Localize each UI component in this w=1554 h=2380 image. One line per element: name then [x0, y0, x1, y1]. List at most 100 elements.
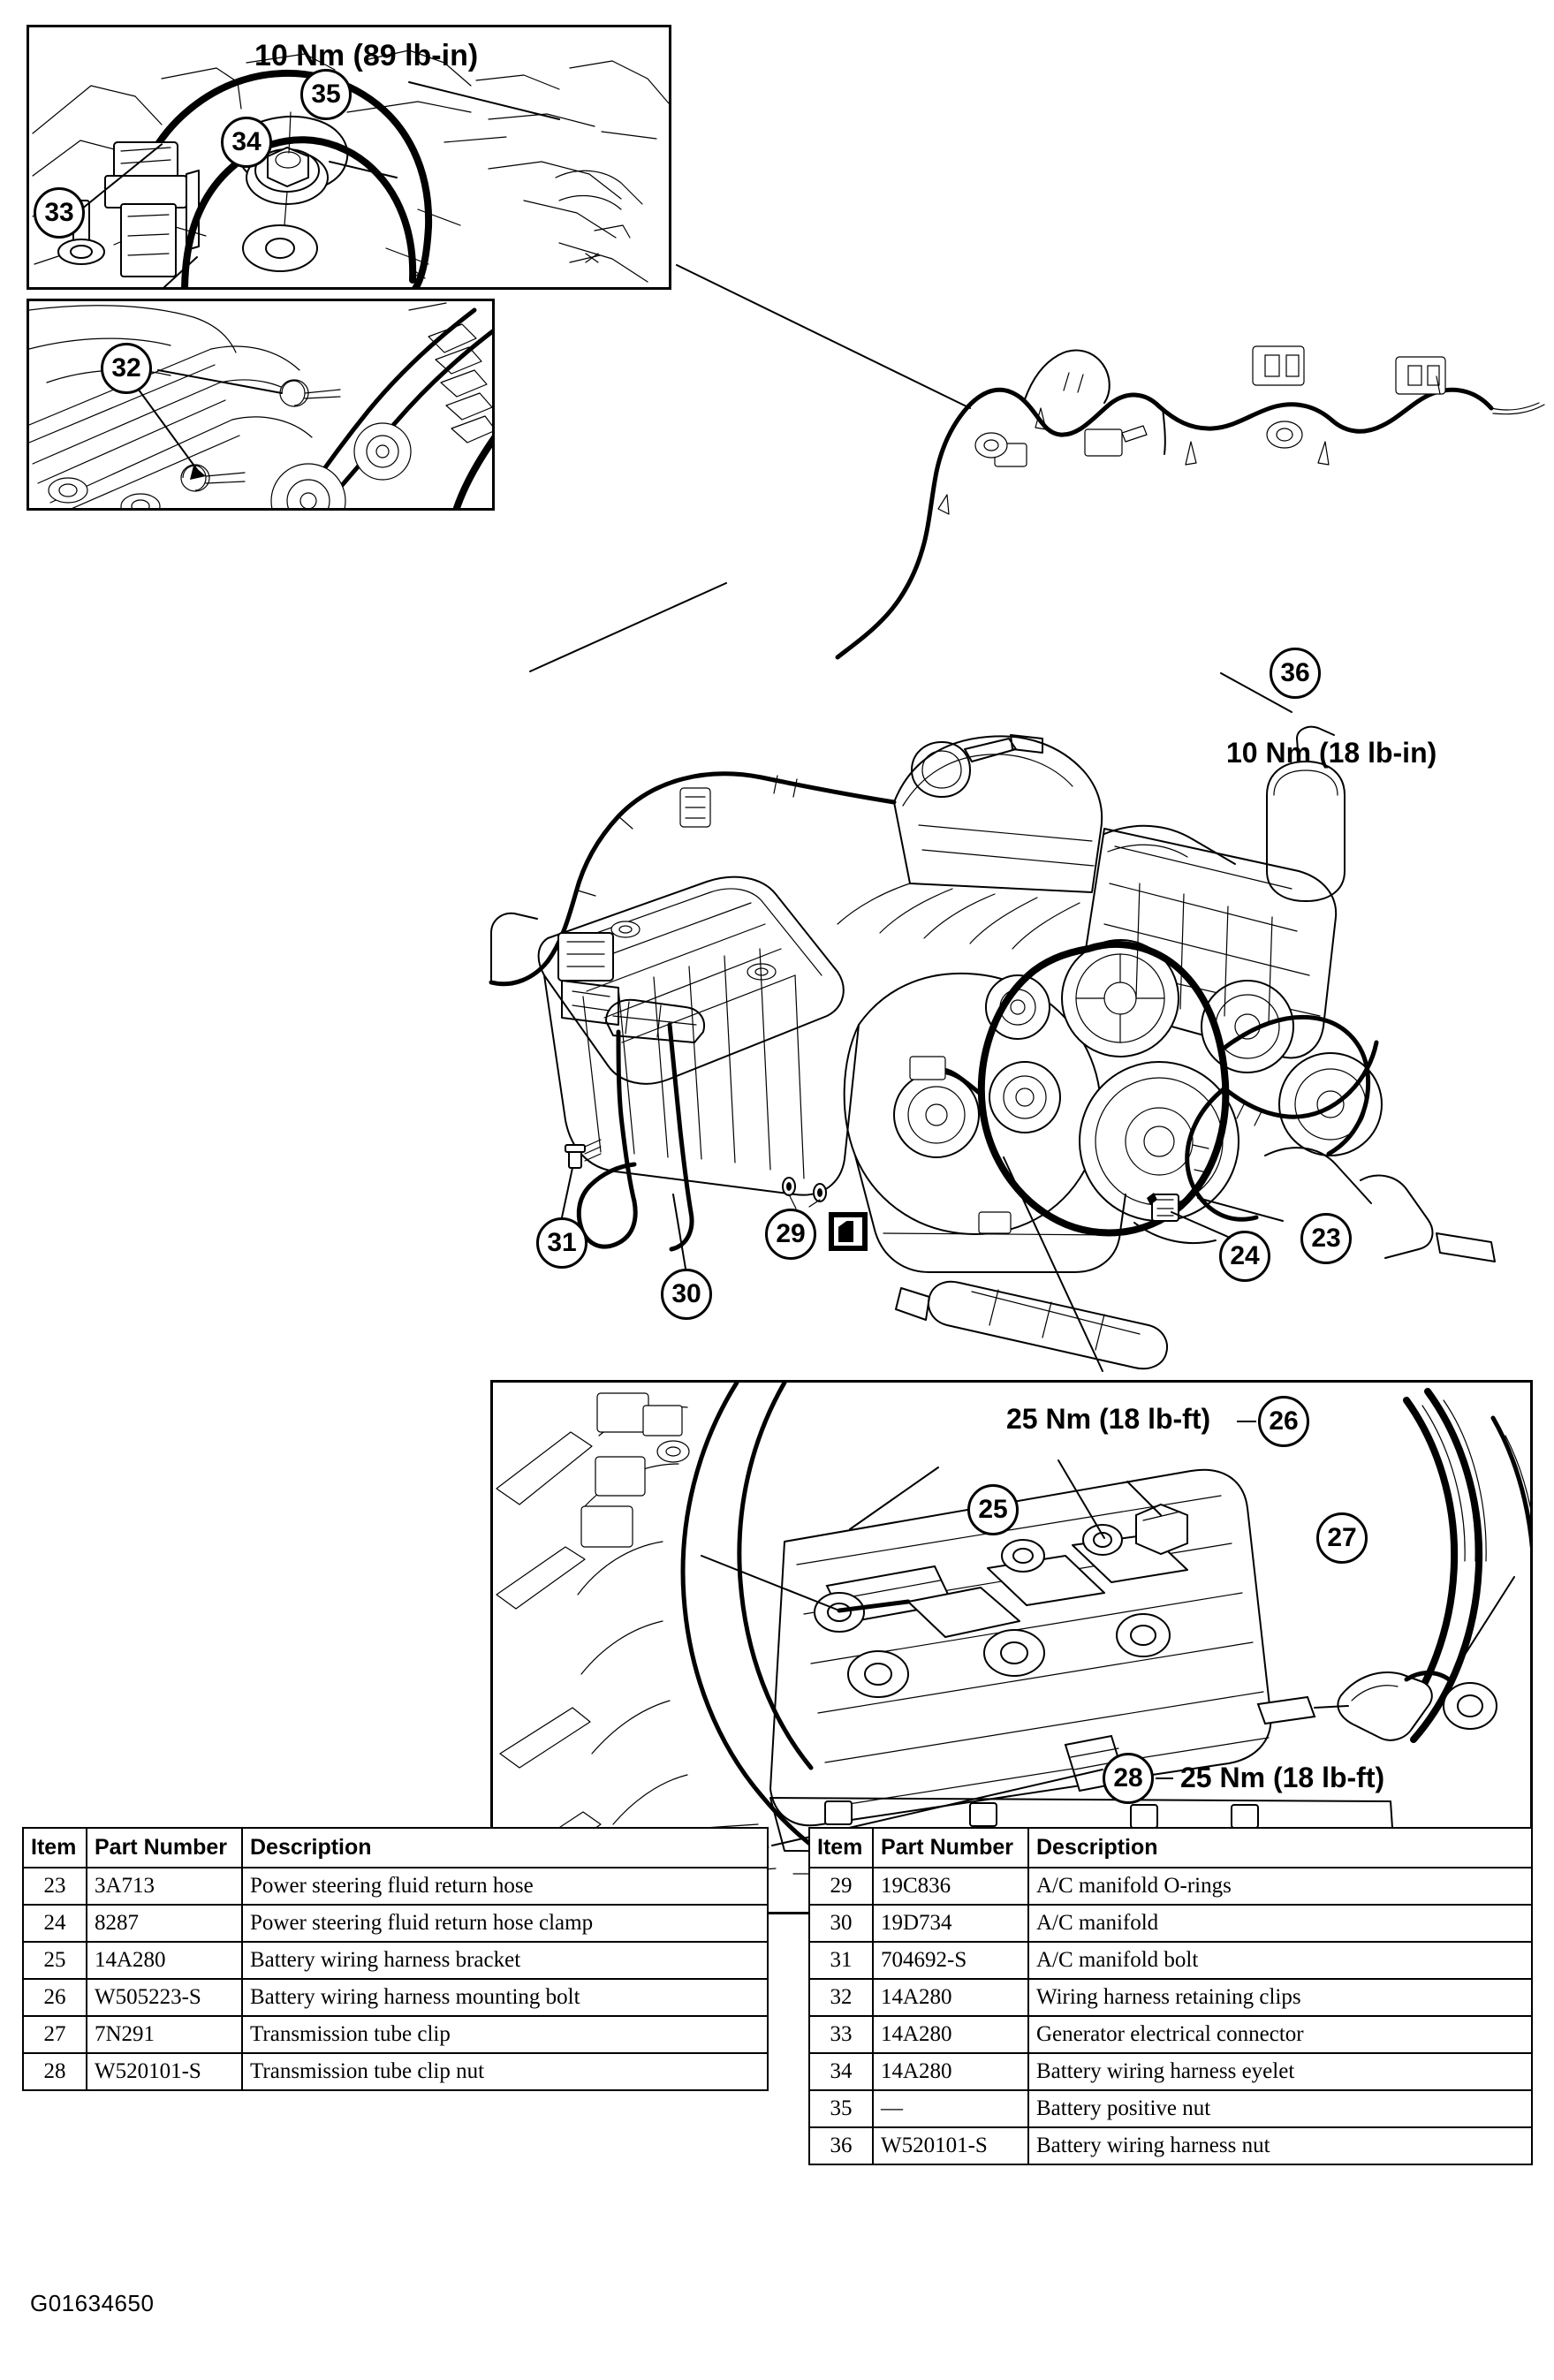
parts-table-left: Item Part Number Description 23 3A713 Po… [22, 1827, 769, 2091]
cell-item: 28 [22, 2051, 87, 2091]
callout-26[interactable]: 26 [1258, 1396, 1309, 1447]
cell-part: 19C836 [872, 1866, 1029, 1906]
callout-30[interactable]: 30 [661, 1269, 712, 1320]
inset-battery-harness-bracket [490, 1380, 1533, 1914]
leader-28-dash [1156, 1777, 1173, 1779]
table-row: 33 14A280 Generator electrical connector [808, 2014, 1533, 2054]
cell-desc: Wiring harness retaining clips [1027, 1977, 1533, 2017]
table-row: 28 W520101-S Transmission tube clip nut [22, 2051, 769, 2091]
cell-desc: Power steering fluid return hose [241, 1866, 769, 1906]
cell-part: — [872, 2088, 1029, 2128]
header-description: Description [241, 1827, 769, 1868]
table-row: 36 W520101-S Battery wiring harness nut [808, 2126, 1533, 2165]
cell-item: 36 [808, 2126, 874, 2165]
cell-desc: Battery wiring harness bracket [241, 1940, 769, 1980]
cell-desc: A/C manifold bolt [1027, 1940, 1533, 1980]
cell-desc: Battery wiring harness eyelet [1027, 2051, 1533, 2091]
cell-item: 34 [808, 2051, 874, 2091]
cell-part: 14A280 [86, 1940, 243, 1980]
cell-item: 35 [808, 2088, 874, 2128]
main-engine-assembly-art [489, 264, 1545, 1372]
cell-item: 26 [22, 1977, 87, 2017]
cell-item: 25 [22, 1940, 87, 1980]
torque-spec-26: 25 Nm (18 lb-ft) [1006, 1403, 1211, 1435]
torque-spec-28: 25 Nm (18 lb-ft) [1180, 1762, 1385, 1793]
battery-wiring-harness-art [835, 345, 1545, 660]
cell-part: W520101-S [86, 2051, 243, 2091]
header-item: Item [22, 1827, 87, 1868]
table-row: 29 19C836 A/C manifold O-rings [808, 1866, 1533, 1906]
table-row: 26 W505223-S Battery wiring harness moun… [22, 1977, 769, 2017]
cell-item: 24 [22, 1903, 87, 1943]
callout-24[interactable]: 24 [1219, 1231, 1270, 1282]
table-row: 35 — Battery positive nut [808, 2088, 1533, 2128]
lubricant-symbol [829, 1212, 868, 1251]
cell-part: 704692-S [872, 1940, 1029, 1980]
cell-item: 27 [22, 2014, 87, 2054]
callout-35[interactable]: 35 [300, 69, 352, 120]
table-row: 32 14A280 Wiring harness retaining clips [808, 1977, 1533, 2017]
callout-25[interactable]: 25 [967, 1484, 1019, 1535]
header-part-number: Part Number [872, 1827, 1029, 1868]
cell-item: 31 [808, 1940, 874, 1980]
callout-31[interactable]: 31 [536, 1217, 587, 1269]
cell-item: 23 [22, 1866, 87, 1906]
callout-27[interactable]: 27 [1316, 1512, 1368, 1564]
callout-28[interactable]: 28 [1103, 1753, 1154, 1804]
cell-desc: A/C manifold O-rings [1027, 1866, 1533, 1906]
power-steering-return-hose-art [1147, 1040, 1379, 1222]
cell-desc: A/C manifold [1027, 1903, 1533, 1943]
parts-table-left-wrap: Item Part Number Description 23 3A713 Po… [22, 1827, 769, 2091]
table-header-row: Item Part Number Description [22, 1827, 769, 1868]
header-part-number: Part Number [86, 1827, 243, 1868]
table-row: 31 704692-S A/C manifold bolt [808, 1940, 1533, 1980]
cell-part: 8287 [86, 1903, 243, 1943]
coolant-hose-art [489, 771, 897, 1026]
cell-desc: Battery wiring harness mounting bolt [241, 1977, 769, 2017]
callout-33[interactable]: 33 [34, 187, 85, 239]
callout-32[interactable]: 32 [101, 343, 152, 394]
cell-item: 30 [808, 1903, 874, 1943]
callout-23[interactable]: 23 [1300, 1213, 1352, 1264]
torque-spec-35: 10 Nm (89 lb-in) [254, 39, 479, 72]
cell-item: 32 [808, 1977, 874, 2017]
parts-table-right-wrap: Item Part Number Description 29 19C836 A… [808, 1827, 1533, 2165]
table-row: 25 14A280 Battery wiring harness bracket [22, 1940, 769, 1980]
cell-part: 19D734 [872, 1903, 1029, 1943]
ac-manifold-art [565, 998, 705, 1252]
cell-desc: Power steering fluid return hose clamp [241, 1903, 769, 1943]
header-description: Description [1027, 1827, 1533, 1868]
cell-part: W520101-S [872, 2126, 1029, 2165]
figure-code: G01634650 [30, 2290, 155, 2316]
cell-desc: Transmission tube clip nut [241, 2051, 769, 2091]
cell-part: 14A280 [872, 1977, 1029, 2017]
table-row: 27 7N291 Transmission tube clip [22, 2014, 769, 2054]
cell-part: 3A713 [86, 1866, 243, 1906]
callout-29[interactable]: 29 [765, 1209, 816, 1260]
leader-26-dash [1237, 1421, 1256, 1422]
cell-part: 14A280 [872, 2051, 1029, 2091]
cell-desc: Battery wiring harness nut [1027, 2126, 1533, 2165]
cell-part: W505223-S [86, 1977, 243, 2017]
inset-wiring-harness-retaining-clips [27, 299, 495, 511]
cell-part: 14A280 [872, 2014, 1029, 2054]
header-item: Item [808, 1827, 874, 1868]
inset-battery-positive-terminal [27, 25, 671, 290]
table-row: 34 14A280 Battery wiring harness eyelet [808, 2051, 1533, 2091]
drive-belt-art [934, 940, 1371, 1237]
parts-table-right: Item Part Number Description 29 19C836 A… [808, 1827, 1533, 2165]
cell-part: 7N291 [86, 2014, 243, 2054]
cell-desc: Battery positive nut [1027, 2088, 1533, 2128]
cell-desc: Generator electrical connector [1027, 2014, 1533, 2054]
table-row: 24 8287 Power steering fluid return hose… [22, 1903, 769, 1943]
cell-item: 33 [808, 2014, 874, 2054]
table-header-row: Item Part Number Description [808, 1827, 1533, 1868]
table-row: 30 19D734 A/C manifold [808, 1903, 1533, 1943]
cell-item: 29 [808, 1866, 874, 1906]
table-row: 23 3A713 Power steering fluid return hos… [22, 1866, 769, 1906]
cell-desc: Transmission tube clip [241, 2014, 769, 2054]
callout-36[interactable]: 36 [1270, 648, 1321, 699]
torque-spec-36: 10 Nm (18 lb-in) [1226, 737, 1437, 769]
engine-block-art [537, 725, 1496, 1370]
callout-34[interactable]: 34 [221, 117, 272, 168]
